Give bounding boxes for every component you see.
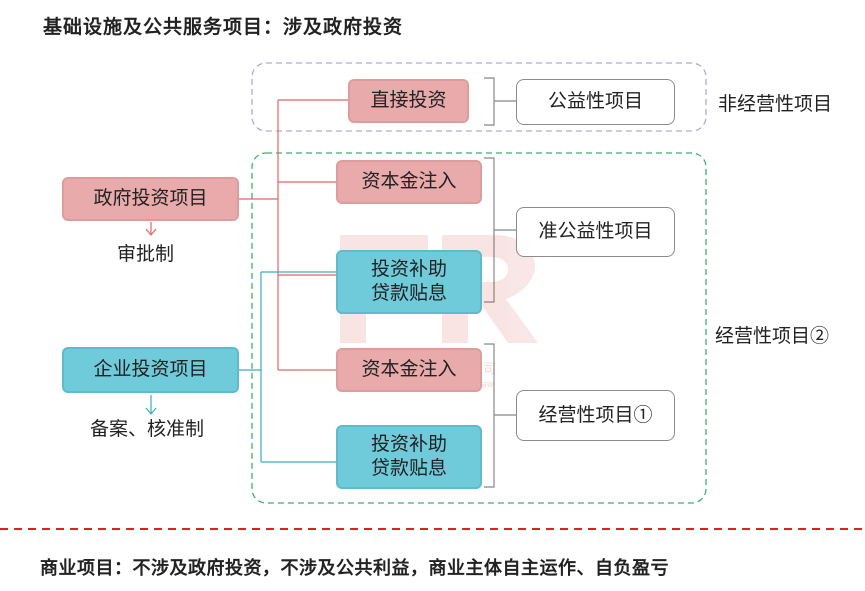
subsidy-bottom-box: 投资补助 贷款贴息 <box>336 425 482 489</box>
operating-group-frame <box>251 152 707 504</box>
capital-injection-top-box: 资本金注入 <box>336 160 482 204</box>
operating-group-label: 经营性项目② <box>715 325 830 347</box>
direct-investment-label: 直接投资 <box>370 89 447 112</box>
ent-investment-label: 企业投资项目 <box>93 358 208 381</box>
operating-project-label: 经营性项目① <box>538 403 653 426</box>
gov-connectors <box>239 99 348 371</box>
ent-connectors <box>239 271 336 463</box>
gov-approval-note: 审批制 <box>117 243 175 265</box>
quasi-public-project-label: 准公益性项目 <box>538 220 653 243</box>
direct-investment-box: 直接投资 <box>348 79 469 123</box>
capital-injection-bottom-box: 资本金注入 <box>336 348 482 392</box>
capital-injection-top-label: 资本金注入 <box>361 170 457 193</box>
commercial-project-note: 商业项目：不涉及政府投资，不涉及公共利益，商业主体自主运作、自负盈亏 <box>40 558 669 579</box>
public-project-box: 公益性项目 <box>516 79 675 125</box>
ent-down-arrow <box>145 395 157 415</box>
quasi-public-project-box: 准公益性项目 <box>516 207 675 257</box>
non-operating-group-frame <box>251 62 707 132</box>
page-title: 基础设施及公共服务项目：涉及政府投资 <box>43 16 404 38</box>
ent-filing-note: 备案、核准制 <box>90 418 205 440</box>
subsidy-bottom-line2: 贷款贴息 <box>370 457 447 479</box>
capital-injection-bottom-label: 资本金注入 <box>361 358 457 381</box>
gov-down-arrow <box>145 222 157 236</box>
public-project-label: 公益性项目 <box>547 90 643 113</box>
operating-project-box: 经营性项目① <box>516 390 675 441</box>
grouping-brackets <box>484 77 516 488</box>
subsidy-top-line1: 投资补助 <box>370 258 447 281</box>
non-operating-group-label: 非经营性项目 <box>718 93 833 115</box>
subsidy-top-line2: 贷款贴息 <box>370 282 447 304</box>
ent-investment-box: 企业投资项目 <box>62 347 239 393</box>
gov-investment-label: 政府投资项目 <box>93 187 208 210</box>
gov-investment-box: 政府投资项目 <box>62 177 239 221</box>
subsidy-bottom-line1: 投资补助 <box>370 433 447 456</box>
subsidy-top-box: 投资补助 贷款贴息 <box>336 250 482 314</box>
